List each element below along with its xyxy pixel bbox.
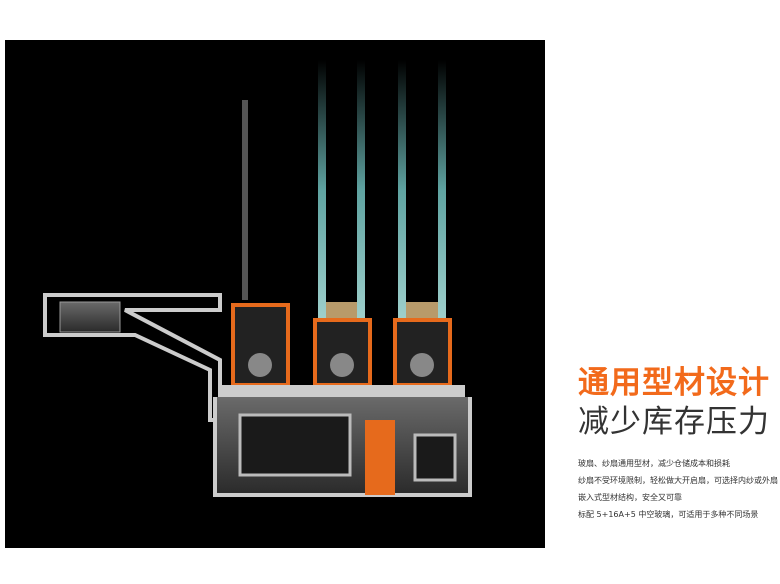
description-list: 玻扇、纱扇通用型材，减少仓储成本和损耗 纱扇不受环境限制，轻松做大开启扇，可选择…	[578, 455, 778, 523]
description-line: 玻扇、纱扇通用型材，减少仓储成本和损耗	[578, 459, 730, 468]
track	[220, 385, 465, 397]
heading-line2: 减少库存压力	[578, 404, 770, 440]
sashes	[231, 303, 452, 387]
product-image-panel	[5, 40, 545, 548]
screen-mesh	[242, 100, 248, 300]
glass-panes	[318, 60, 446, 320]
heading-line1: 通用型材设计	[578, 365, 770, 401]
thermal-break	[365, 420, 395, 495]
description-line: 纱扇不受环境限制，轻松做大开启扇，可选择内纱或外扇	[578, 476, 778, 485]
description-line: 嵌入式型材结构，安全又可靠	[578, 493, 682, 502]
spacers	[326, 302, 438, 322]
description-line: 标配 5+16A+5 中空玻璃，可适用于多种不同场景	[578, 510, 759, 519]
window-profile-cross-section	[43, 60, 472, 497]
